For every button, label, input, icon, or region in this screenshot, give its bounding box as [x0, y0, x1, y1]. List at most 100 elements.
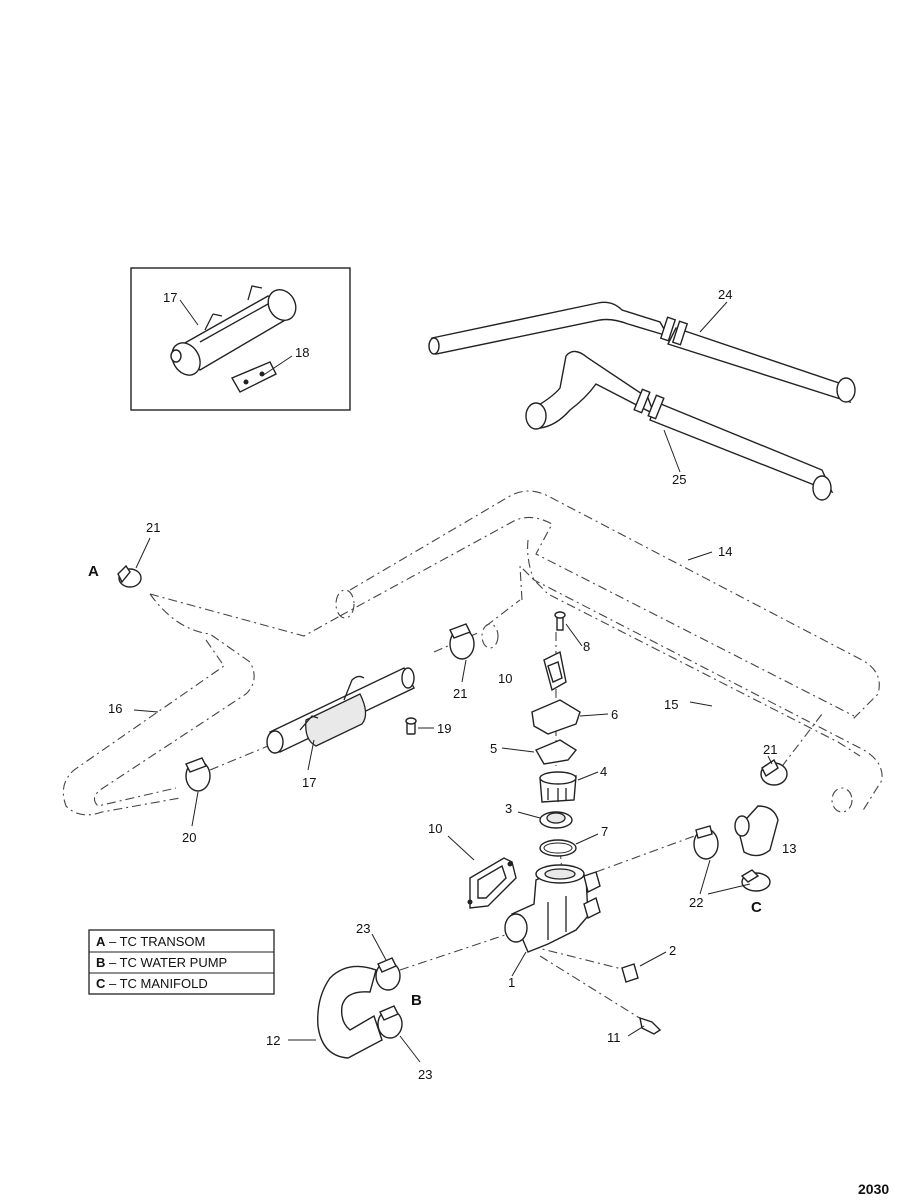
callout-23-a: 23	[356, 921, 370, 936]
callout-21-c: 21	[763, 742, 777, 757]
leader-7	[575, 833, 599, 845]
callout-8: 8	[583, 639, 590, 654]
callout-1: 1	[508, 975, 515, 990]
callout-15: 15	[664, 697, 678, 712]
leader-21-c	[767, 755, 773, 765]
hose-16-ghost: 16	[62, 593, 341, 816]
inset-detail: 17 18	[130, 267, 351, 411]
leader-15	[689, 701, 713, 707]
leader-24	[699, 301, 728, 333]
clamp-21-middle: 21	[449, 623, 475, 701]
legend-desc: TC TRANSOM	[120, 934, 206, 949]
clamp-23-lower: 23 B	[377, 992, 432, 1082]
gasket-10-lower: 10	[428, 821, 517, 909]
clamp-20: 20	[182, 757, 211, 845]
clamp-23-upper: 23	[356, 921, 401, 991]
callout-6: 6	[611, 707, 618, 722]
legend-desc: TC MANIFOLD	[120, 976, 208, 991]
callout-3: 3	[505, 801, 512, 816]
thermostat-housing-4: 4	[539, 764, 607, 803]
leader-3	[517, 811, 541, 819]
callout-5: 5	[490, 741, 497, 756]
callout-17: 17	[302, 775, 316, 790]
connection-letter-b: B	[411, 992, 422, 1009]
leader-17-inset	[179, 299, 199, 326]
leader-11	[627, 1025, 645, 1037]
legend-row: B – TC WATER PUMP	[96, 955, 227, 970]
legend-box	[88, 929, 275, 995]
bolt-11: 11	[607, 1016, 662, 1045]
connection-letter-a: A	[88, 563, 99, 580]
leader-20	[191, 791, 199, 827]
leader-25	[663, 429, 681, 473]
callout-4: 4	[600, 764, 607, 779]
callout-7: 7	[601, 824, 608, 839]
legend-row: C – TC MANIFOLD	[96, 976, 208, 991]
callout-11: 11	[607, 1030, 621, 1045]
leader-2	[639, 951, 667, 967]
callout-21-b: 21	[453, 686, 467, 701]
leader-17	[307, 739, 315, 771]
callout-2: 2	[669, 943, 676, 958]
callout-23-b: 23	[418, 1067, 432, 1082]
callout-25: 25	[672, 472, 686, 487]
heat-exchanger-inset	[170, 285, 297, 376]
heat-exchanger-17: 17	[266, 667, 415, 790]
clamps-22: 22 C	[689, 825, 771, 916]
leader-6	[579, 713, 609, 717]
cover-6: 6	[531, 699, 618, 735]
leader-23-a	[371, 933, 387, 961]
clamp-21-right: 21	[760, 742, 788, 786]
hose-15-ghost: 15	[481, 539, 883, 813]
bolt-8: 8	[554, 611, 590, 654]
callout-10-b: 10	[428, 821, 442, 836]
leader-16	[133, 709, 159, 713]
hose-25: 25	[525, 350, 834, 501]
figure-number: 2030	[858, 1181, 889, 1197]
hose-12: 12	[266, 965, 383, 1059]
legend-letter: A	[96, 934, 106, 949]
hose-24: 24	[428, 287, 856, 404]
callout-14: 14	[718, 544, 732, 559]
callout-21-a: 21	[146, 520, 160, 535]
connection-line-fittings	[529, 945, 647, 1023]
gasket-10-upper: 10	[498, 650, 567, 692]
leader-1	[511, 951, 527, 977]
callout-20: 20	[182, 830, 196, 845]
callout-12: 12	[266, 1033, 280, 1048]
legend-letter: C	[96, 976, 106, 991]
elbow-hose-13: 13	[734, 805, 796, 857]
callout-17-inset: 17	[163, 290, 177, 305]
hose-14-ghost: 14	[335, 490, 880, 721]
connection-line-pump	[399, 933, 509, 971]
connection-letter-c: C	[751, 899, 762, 916]
connection-legend: A – TC TRANSOM B – TC WATER PUMP C – TC …	[88, 929, 275, 995]
leader-5	[501, 747, 535, 753]
leader-18	[261, 355, 293, 377]
callout-22: 22	[689, 895, 703, 910]
gasket-5: 5	[490, 739, 578, 765]
leader-21-a	[135, 537, 151, 569]
o-ring-7: 7	[539, 824, 608, 857]
leader-14	[687, 551, 713, 561]
leader-22	[699, 859, 751, 895]
legend-row: A – TC TRANSOM	[96, 934, 205, 949]
callout-24: 24	[718, 287, 732, 302]
thermostat-housing-1: 1	[504, 864, 601, 990]
leader-10-b	[447, 835, 475, 861]
leader-8	[565, 623, 583, 647]
callout-18: 18	[295, 345, 309, 360]
legend-letter: B	[96, 955, 105, 970]
leader-23-b	[399, 1035, 421, 1063]
clamp-21-top-left: 21 A	[88, 520, 160, 588]
screw-19: 19	[405, 717, 451, 736]
callout-10-a: 10	[498, 671, 512, 686]
callout-16: 16	[108, 701, 122, 716]
callout-19: 19	[437, 721, 451, 736]
plug-2: 2	[621, 943, 676, 983]
leader-21-b	[461, 659, 467, 683]
thermostat-3: 3	[505, 801, 573, 829]
callout-13: 13	[782, 841, 796, 856]
leader-4	[577, 771, 599, 781]
